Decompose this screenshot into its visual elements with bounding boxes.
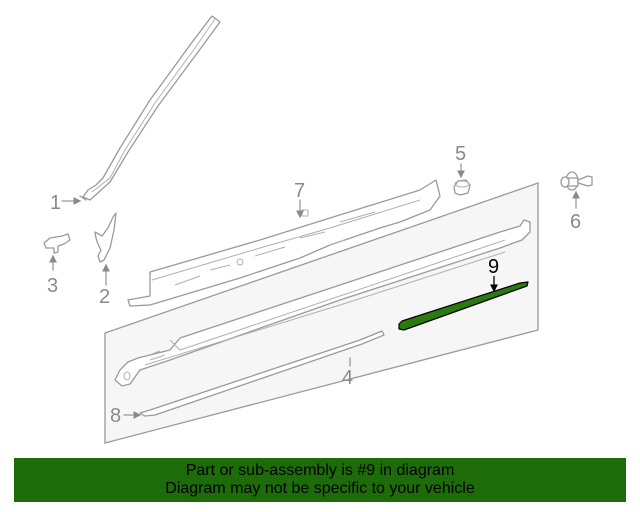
callout-2[interactable]: 2 [99,286,110,308]
callout-7[interactable]: 7 [294,180,305,202]
part-4-rocker-panel[interactable] [104,182,539,444]
callout-3[interactable]: 3 [47,275,58,297]
callout-5[interactable]: 5 [455,143,466,165]
part-6-push-pin[interactable] [560,171,593,191]
parts-diagram: 1 3 2 7 5 6 [43,15,593,444]
part-7-rocker-reinforcement[interactable] [127,179,441,307]
callout-9[interactable]: 9 [488,256,499,278]
callout-6[interactable]: 6 [570,211,581,233]
part-3-clip[interactable] [43,233,71,254]
part-9-highlighted-molding[interactable] [398,281,529,331]
callout-8[interactable]: 8 [110,405,121,427]
callout-1[interactable]: 1 [50,192,61,214]
callout-4[interactable]: 4 [342,367,353,389]
banner-line-2: Diagram may not be specific to your vehi… [165,480,475,497]
part-1-pillar-trim[interactable] [79,15,221,201]
part-5-nut[interactable] [453,179,471,196]
part-2-bracket[interactable] [94,212,117,263]
banner-line-1: Part or sub-assembly is #9 in diagram [185,462,455,479]
info-banner: Part or sub-assembly is #9 in diagram Di… [14,458,626,502]
